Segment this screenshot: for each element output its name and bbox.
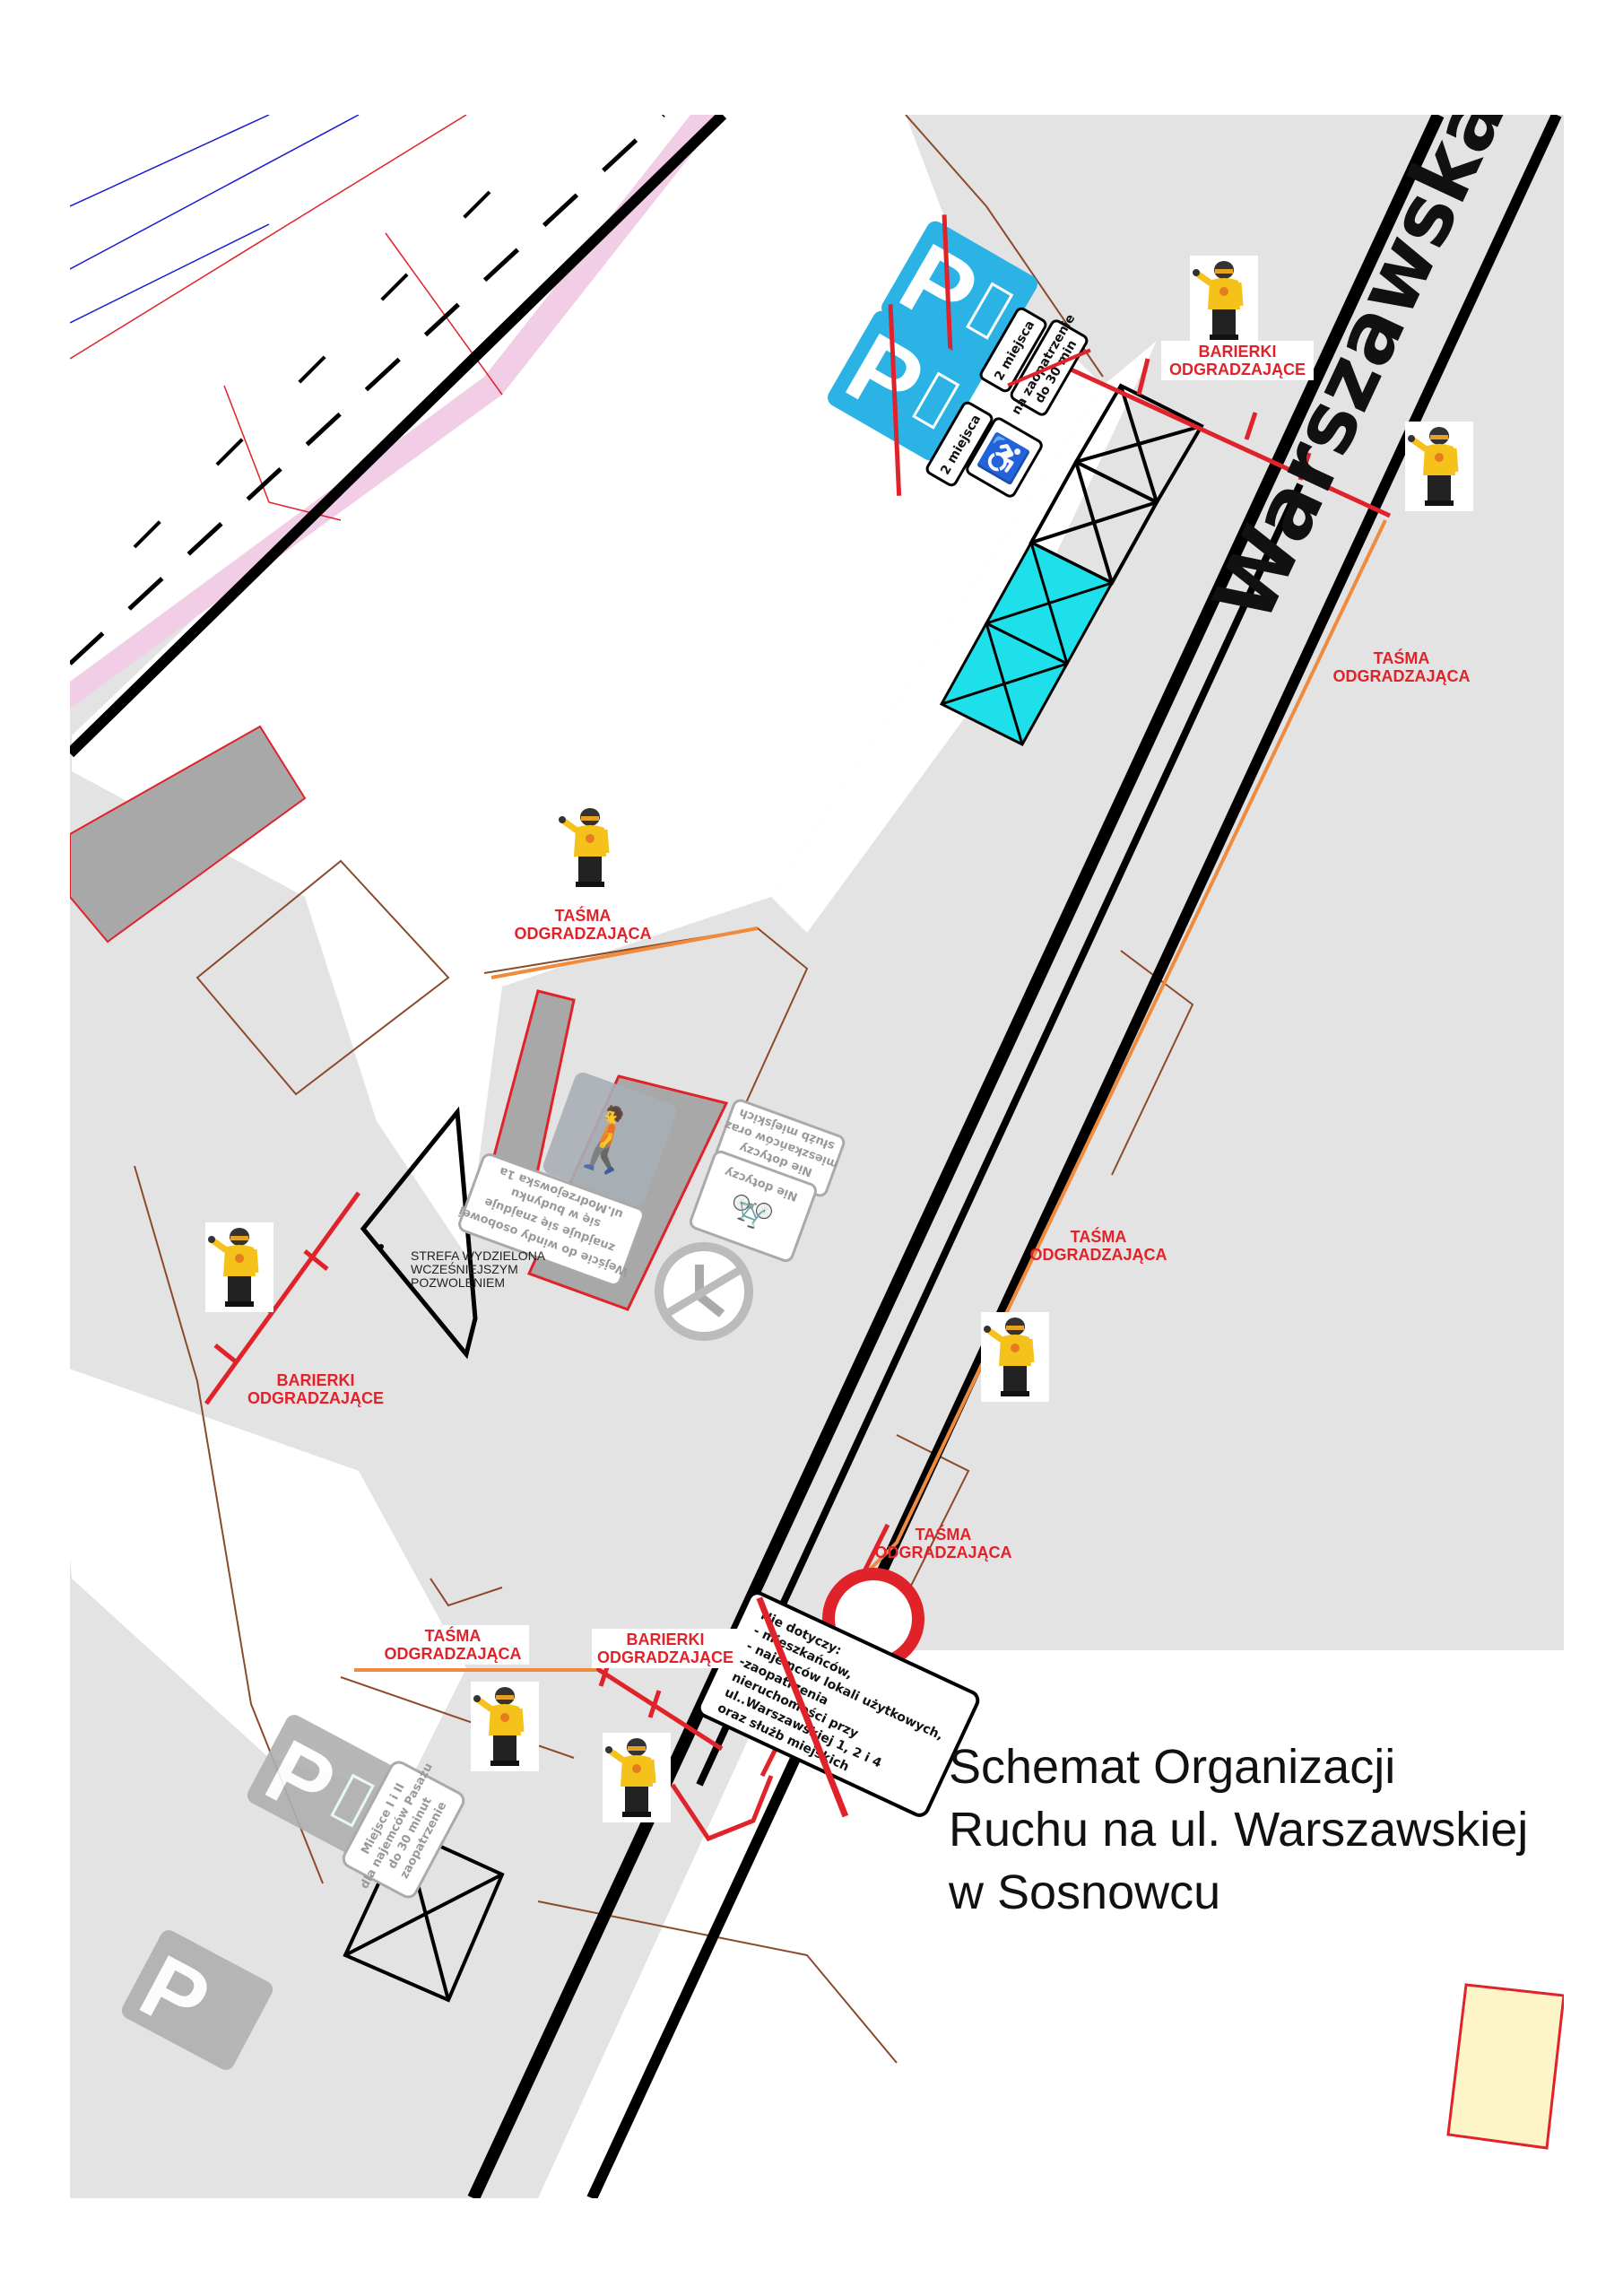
svg-text:ODGRADZAJĄCA: ODGRADZAJĄCA bbox=[1333, 667, 1471, 685]
title-line: w Sosnowcu bbox=[949, 1866, 1221, 1919]
road-curb-right bbox=[586, 115, 1562, 2198]
traffic-guard-icon bbox=[471, 1682, 539, 1771]
svg-text:BARIERKI: BARIERKI bbox=[626, 1631, 704, 1648]
traffic-guard-icon bbox=[981, 1312, 1049, 1402]
title-line: Ruchu na ul. Warszawskiej bbox=[949, 1803, 1529, 1857]
svg-text:ODGRADZAJĄCA: ODGRADZAJĄCA bbox=[875, 1544, 1012, 1561]
traffic-guard-icon bbox=[205, 1222, 273, 1312]
title-line: Schemat Organizacji bbox=[949, 1740, 1396, 1794]
svg-text:TAŚMA: TAŚMA bbox=[1071, 1227, 1127, 1246]
svg-text:TAŚMA: TAŚMA bbox=[916, 1525, 972, 1544]
traffic-guard-icon bbox=[603, 1733, 671, 1822]
svg-text:ODGRADZAJĄCA: ODGRADZAJĄCA bbox=[515, 925, 652, 943]
exemption-plate-crossed: Nie dotyczy: - mieszkańców, - najemców l… bbox=[697, 1591, 980, 1818]
traffic-guard-icon bbox=[1405, 422, 1473, 511]
zone-label-line: POZWOLENIEM bbox=[411, 1275, 505, 1290]
svg-text:ODGRADZAJĄCE: ODGRADZAJĄCE bbox=[247, 1389, 384, 1407]
zone-label-line: STREFA WYDZIELONA bbox=[411, 1248, 546, 1263]
svg-text:ODGRADZAJĄCE: ODGRADZAJĄCE bbox=[597, 1648, 733, 1666]
barrier-grid-top bbox=[1028, 383, 1204, 586]
zone-label-line: WCZEŚNIEJSZYM bbox=[411, 1261, 518, 1276]
map-title: Schemat Organizacji Ruchu na ul. Warszaw… bbox=[949, 1735, 1528, 1924]
traffic-guard-icon bbox=[556, 803, 624, 892]
no-left-turn-sign bbox=[655, 1242, 753, 1341]
svg-text:BARIERKI: BARIERKI bbox=[1198, 343, 1276, 361]
svg-text:ODGRADZAJĄCA: ODGRADZAJĄCA bbox=[385, 1645, 522, 1663]
svg-text:TAŚMA: TAŚMA bbox=[555, 906, 612, 925]
svg-text:TAŚMA: TAŚMA bbox=[1374, 648, 1430, 667]
svg-text:ODGRADZAJĄCE: ODGRADZAJĄCE bbox=[1169, 361, 1306, 378]
traffic-guard-icon bbox=[1190, 256, 1258, 345]
barrier-grid-cyan bbox=[939, 541, 1115, 746]
svg-text:BARIERKI: BARIERKI bbox=[276, 1371, 354, 1389]
svg-text:ODGRADZAJĄCA: ODGRADZAJĄCA bbox=[1030, 1246, 1167, 1264]
svg-text:TAŚMA: TAŚMA bbox=[425, 1626, 482, 1645]
